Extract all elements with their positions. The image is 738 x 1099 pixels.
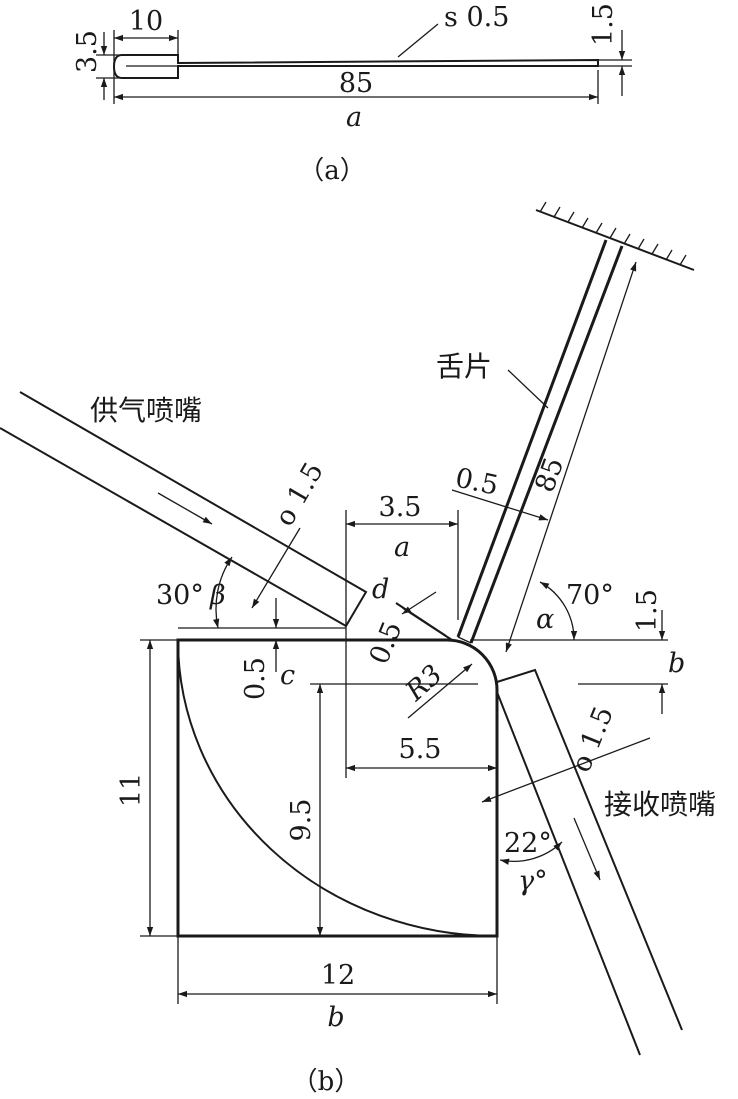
var-b-bottom-label: b xyxy=(327,1002,344,1033)
figure-b: 供气喷嘴 舌片 接收喷嘴 30° β o 1.5 0.5 85 3.5 a d … xyxy=(0,201,716,1097)
angle-arc-gamma xyxy=(499,841,563,865)
angle-arc-alpha xyxy=(539,581,578,641)
var-b-right-label: b xyxy=(668,648,685,679)
supply-flow-arrow xyxy=(157,492,213,525)
dim-length-label: 85 xyxy=(339,68,373,99)
reed-strip-outline xyxy=(112,54,599,79)
chamber-quarter-arc xyxy=(177,639,497,937)
dim-9-5-label: 9.5 xyxy=(286,799,317,842)
dim-11-label: 11 xyxy=(116,773,147,807)
angle-supply-var: β xyxy=(209,580,226,611)
dim-fold-length-label: 10 xyxy=(129,6,163,37)
dim-height-label: 3.5 xyxy=(72,30,103,73)
dim-1-5-label: 1.5 xyxy=(632,589,663,632)
var-a-label: a xyxy=(394,532,410,563)
dim-arrow-reed-length xyxy=(505,261,637,653)
ground-line xyxy=(535,209,695,271)
receive-width-label: o 1.5 xyxy=(566,702,620,776)
dim-3-5-label: 3.5 xyxy=(379,492,422,523)
angle-arc-beta xyxy=(213,556,233,629)
gap-label: 0.5 xyxy=(364,617,409,668)
dim-5-5-label: 5.5 xyxy=(399,734,442,765)
reed-label: 舌片 xyxy=(436,350,492,383)
dim-arrow-receive-width xyxy=(481,737,651,803)
receive-nozzle-label: 接收喷嘴 xyxy=(604,788,716,821)
supply-width-label: o 1.5 xyxy=(269,457,330,531)
angle-reed-label: 70° xyxy=(566,580,614,611)
radius-leader xyxy=(407,663,473,719)
receive-flow-arrow xyxy=(573,817,601,881)
receive-chamber-outline xyxy=(176,638,499,938)
dim-thickness-label: s 0.5 xyxy=(444,2,509,33)
angle-receive-label: 22° xyxy=(504,828,552,859)
dim-length-var: a xyxy=(346,102,362,133)
dim-tip-label: 1.5 xyxy=(588,3,619,46)
receive-nozzle-outline xyxy=(496,668,683,1056)
reed-base-edge xyxy=(457,636,472,644)
reed-length-label: 85 xyxy=(529,454,570,497)
figure-a: 3.5 10 s 0.5 1.5 85 a （a） xyxy=(72,2,632,186)
caption-a: （a） xyxy=(298,156,366,186)
dim-arrow-reed-thickness xyxy=(451,489,549,521)
reed-left-edge xyxy=(456,239,608,638)
ground-hatch xyxy=(539,201,687,266)
dim-arrow-supply-width xyxy=(251,527,301,609)
dim-arrow-gap xyxy=(401,591,437,615)
dim-0-5-vertical-label: 0.5 xyxy=(240,657,271,700)
thickness-leader xyxy=(397,23,439,58)
radius-label: R3 xyxy=(399,659,448,708)
angle-reed-var: α xyxy=(536,604,554,635)
caption-b: （b） xyxy=(292,1067,361,1097)
reed-thickness-label: 0.5 xyxy=(453,463,501,502)
dim-12-label: 12 xyxy=(321,960,355,991)
angle-receive-var: γ° xyxy=(518,866,548,897)
var-c-label: c xyxy=(280,660,295,691)
var-d-label: d xyxy=(372,574,389,605)
angle-supply-label: 30° xyxy=(156,580,204,611)
supply-nozzle-outline xyxy=(0,391,368,628)
reed-label-leader xyxy=(507,369,549,409)
supply-nozzle-label: 供气喷嘴 xyxy=(90,394,202,427)
